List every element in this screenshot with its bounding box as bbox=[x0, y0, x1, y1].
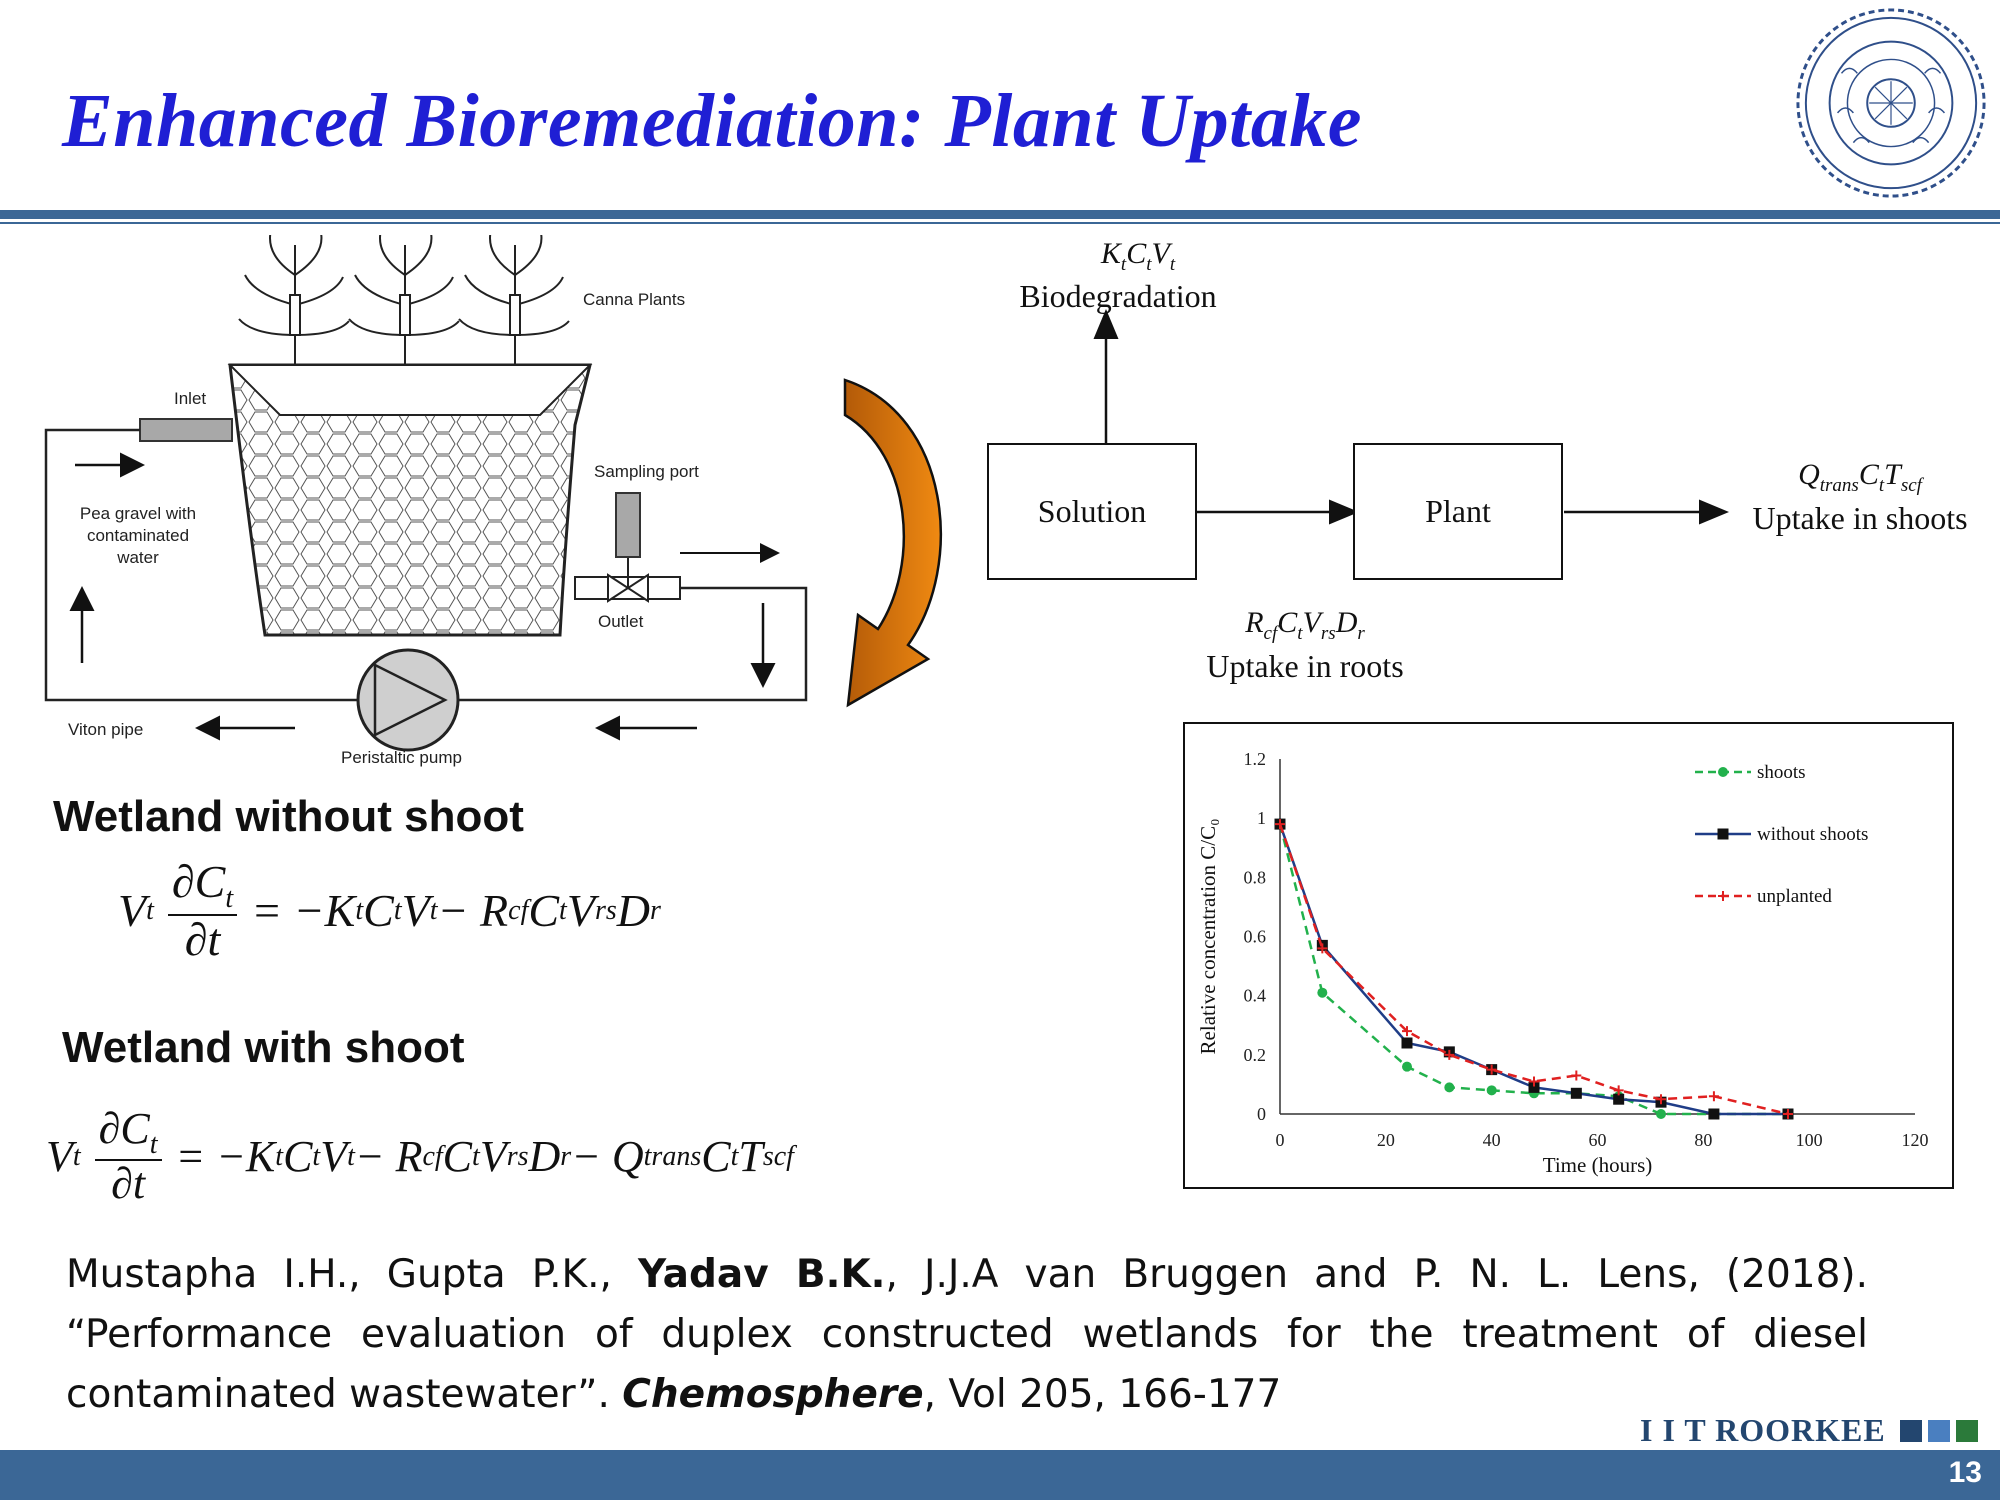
data-point bbox=[1656, 1094, 1666, 1105]
y-tick-label: 0.6 bbox=[1244, 927, 1267, 947]
biodegradation-symbol: KtCtVt bbox=[1100, 237, 1176, 275]
x-tick-label: 100 bbox=[1796, 1130, 1823, 1150]
slide-title: Enhanced Bioremediation: Plant Uptake bbox=[62, 79, 1362, 163]
x-tick-label: 40 bbox=[1483, 1130, 1501, 1150]
x-tick-label: 120 bbox=[1902, 1130, 1929, 1150]
footer-bar bbox=[0, 1450, 2000, 1500]
footer-square-green bbox=[1956, 1420, 1978, 1442]
heading-wetland-without-shoot: Wetland without shoot bbox=[53, 792, 524, 841]
legend-marker bbox=[1718, 891, 1728, 901]
citation-volume: , Vol 205, 166-177 bbox=[923, 1372, 1282, 1417]
y-axis-label: Relative concentration C/C₀ bbox=[1196, 819, 1220, 1055]
footer-square-dark bbox=[1900, 1420, 1922, 1442]
data-point bbox=[1275, 819, 1285, 830]
data-point bbox=[1486, 1085, 1497, 1096]
label-viton-pipe: Viton pipe bbox=[68, 720, 144, 739]
series-line bbox=[1278, 823, 1789, 1116]
data-point bbox=[1783, 1109, 1793, 1119]
series-line bbox=[1278, 823, 1788, 1116]
footer-brand: I I T ROORKEE bbox=[1640, 1412, 1886, 1448]
data-point bbox=[1317, 943, 1328, 954]
data-point bbox=[1708, 1108, 1720, 1120]
series-line bbox=[1278, 823, 1788, 1116]
x-tick-label: 80 bbox=[1694, 1130, 1712, 1150]
x-tick-label: 20 bbox=[1377, 1130, 1395, 1150]
label-inlet: Inlet bbox=[174, 389, 207, 408]
legend-label: shoots bbox=[1757, 762, 1806, 783]
label-outlet: Outlet bbox=[598, 612, 644, 631]
y-tick-label: 0.4 bbox=[1244, 986, 1267, 1006]
x-tick-label: 0 bbox=[1276, 1130, 1285, 1150]
wetland-apparatus-diagram bbox=[44, 235, 808, 752]
data-point bbox=[1401, 1037, 1413, 1049]
pea-gravel-line: contaminated bbox=[86, 526, 190, 545]
curved-arrow-icon bbox=[843, 378, 943, 708]
flow-connectors bbox=[1093, 309, 1729, 525]
data-point bbox=[1529, 1076, 1539, 1087]
data-point bbox=[1444, 1049, 1455, 1060]
legend-marker bbox=[1717, 828, 1729, 840]
data-point bbox=[1402, 1026, 1412, 1037]
roots-symbol: RcfCtVrsDr bbox=[1245, 606, 1365, 644]
citation-body: , J.J.A van Bruggen and P. N. L. Lens, (… bbox=[66, 1252, 1869, 1417]
label-uptake-roots: Uptake in roots bbox=[1206, 648, 1404, 684]
data-point bbox=[1613, 1085, 1624, 1096]
pea-gravel-line: Pea gravel with bbox=[79, 504, 197, 523]
title-divider bbox=[0, 210, 2000, 219]
label-sampling-port: Sampling port bbox=[594, 462, 699, 481]
label-pea-gravel: Pea gravel with contaminated water bbox=[60, 503, 216, 569]
legend-label: without shoots bbox=[1757, 824, 1868, 845]
label-biodegradation: Biodegradation bbox=[1019, 278, 1217, 314]
legend-marker bbox=[1718, 767, 1728, 777]
data-point bbox=[1528, 1081, 1540, 1093]
citation: Mustapha I.H., Gupta P.K., Yadav B.K., J… bbox=[66, 1245, 1868, 1425]
data-point bbox=[1613, 1093, 1625, 1105]
y-tick-label: 0 bbox=[1257, 1104, 1266, 1124]
heading-wetland-with-shoot: Wetland with shoot bbox=[62, 1023, 465, 1072]
footer-square-blue bbox=[1928, 1420, 1950, 1442]
y-tick-label: 1 bbox=[1257, 808, 1266, 828]
y-tick-label: 0.2 bbox=[1244, 1045, 1267, 1065]
pea-gravel-line: water bbox=[117, 548, 159, 567]
label-uptake-shoots: Uptake in shoots bbox=[1752, 500, 1968, 536]
citation-highlight-author: Yadav B.K. bbox=[638, 1252, 886, 1297]
data-point bbox=[1486, 1064, 1497, 1075]
box-solution: Solution bbox=[987, 443, 1197, 580]
iit-roorkee-emblem-icon bbox=[1796, 8, 1986, 198]
shoots-symbol: QtransCtTscf bbox=[1798, 458, 1922, 496]
box-plant: Plant bbox=[1353, 443, 1563, 580]
data-point bbox=[1571, 1070, 1582, 1081]
page-number: 13 bbox=[1948, 1456, 1982, 1489]
legend-label: unplanted bbox=[1757, 886, 1832, 907]
data-point bbox=[1656, 1109, 1666, 1119]
y-tick-label: 1.2 bbox=[1244, 749, 1267, 769]
data-point bbox=[1708, 1091, 1719, 1102]
citation-authors: Mustapha I.H., Gupta P.K., bbox=[66, 1252, 639, 1297]
y-tick-label: 0.8 bbox=[1244, 867, 1267, 887]
x-tick-label: 60 bbox=[1589, 1130, 1607, 1150]
x-axis-label: Time (hours) bbox=[1543, 1153, 1652, 1177]
data-point bbox=[1444, 1082, 1455, 1093]
data-point bbox=[1317, 987, 1328, 998]
data-point bbox=[1402, 1061, 1412, 1072]
citation-journal: Chemosphere bbox=[622, 1372, 924, 1417]
label-canna-plants: Canna Plants bbox=[583, 290, 686, 309]
label-peristaltic-pump: Peristaltic pump bbox=[341, 748, 462, 767]
data-point bbox=[1570, 1087, 1582, 1099]
title-divider-thin bbox=[0, 222, 2000, 224]
